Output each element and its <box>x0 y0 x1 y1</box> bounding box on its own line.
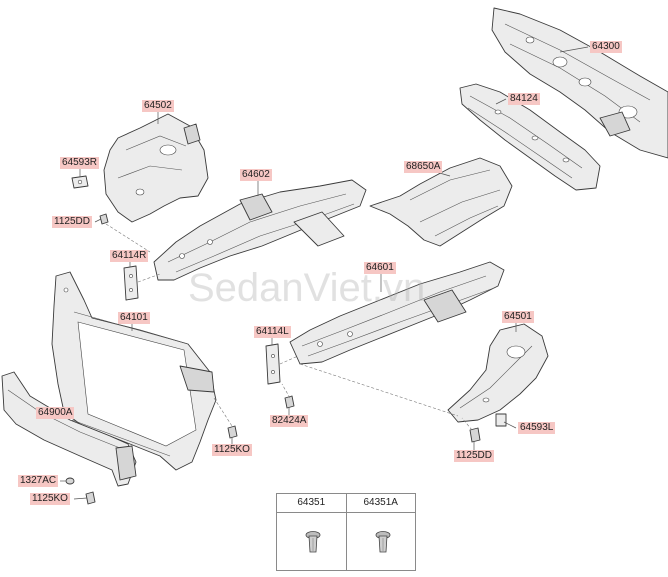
clip-legend-table: 64351 64351A <box>276 493 416 571</box>
callout-64602: 64602 <box>240 169 272 181</box>
side-member-64602 <box>153 179 367 281</box>
side-member-64601 <box>289 261 505 365</box>
callout-1125KO-bot: 1125KO <box>30 493 70 505</box>
callout-64593R: 64593R <box>60 157 100 169</box>
bumper-beam-64900A <box>1 371 137 487</box>
push-pin-icon <box>305 531 321 553</box>
callout-64114L: 64114L <box>254 326 291 338</box>
callout-64502: 64502 <box>142 100 174 112</box>
bolt-1125KO-mid <box>227 425 238 439</box>
bolt-1125DD-top <box>99 213 109 225</box>
callout-68650A: 68650A <box>404 161 443 173</box>
callout-64593L: 64593L <box>518 422 556 434</box>
callout-64300: 64300 <box>590 41 622 53</box>
plate-64114L <box>265 343 281 385</box>
plate-64114R <box>123 265 139 301</box>
dash-panel-64300 <box>491 7 668 159</box>
callout-1125DD-bot: 1125DD <box>454 450 494 462</box>
callout-64501: 64501 <box>502 311 534 323</box>
push-pin-icon <box>375 531 390 553</box>
bracket-64593L <box>495 413 507 427</box>
cowl-84124 <box>459 83 601 191</box>
nut-1327AC <box>65 477 75 485</box>
apron-64502 <box>103 113 209 223</box>
bolt-1125DD-bot <box>469 427 481 443</box>
callout-64114R: 64114R <box>110 250 149 262</box>
apron-64501 <box>447 323 549 423</box>
callout-1125KO-mid: 1125KO <box>212 444 252 456</box>
insulator-68650A <box>369 157 513 247</box>
legend-label-64351: 64351 <box>277 494 346 513</box>
callout-82424A: 82424A <box>270 415 309 427</box>
legend-cell-64351A: 64351A <box>346 494 415 570</box>
callout-64601: 64601 <box>364 262 396 274</box>
callout-64101: 64101 <box>118 312 150 324</box>
bolt-82424A <box>284 395 295 409</box>
callout-64900A: 64900A <box>36 407 75 419</box>
callout-84124: 84124 <box>508 93 540 105</box>
callout-1327AC: 1327AC <box>18 475 59 487</box>
bracket-64593R <box>71 175 89 189</box>
bolt-1125KO-bot <box>85 491 96 505</box>
radiator-support-64101 <box>51 271 217 471</box>
legend-label-64351A: 64351A <box>346 494 415 513</box>
assembly-dashed-lines <box>105 223 473 431</box>
legend-cell-64351: 64351 <box>277 494 347 570</box>
callout-1125DD-top: 1125DD <box>52 216 92 228</box>
